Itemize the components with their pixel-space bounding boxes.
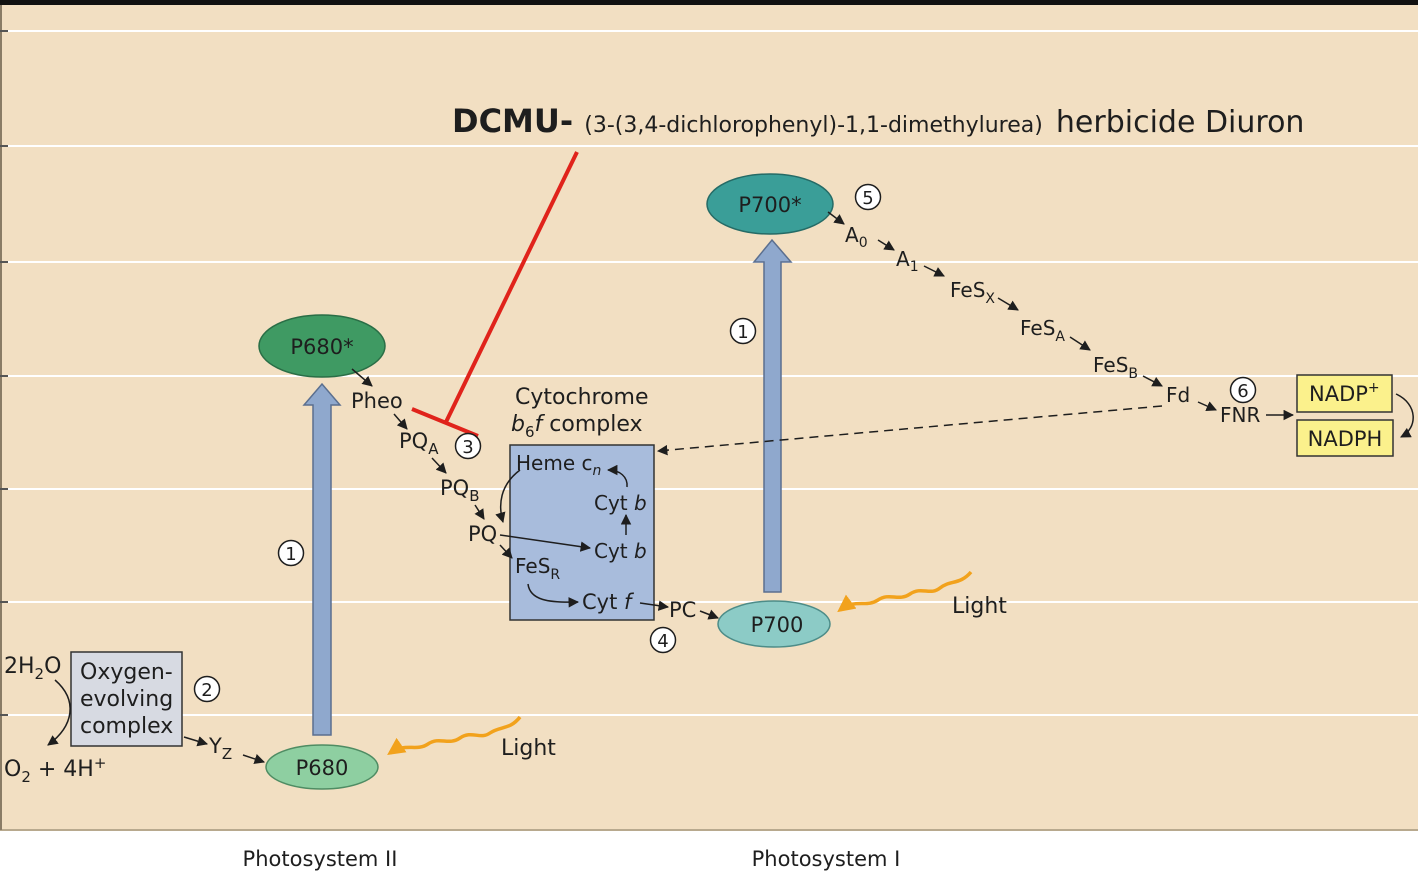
svg-text:Oxygen-: Oxygen- bbox=[80, 660, 173, 685]
fesa-label: FeSA bbox=[1020, 316, 1065, 345]
svg-text:P680*: P680* bbox=[290, 335, 353, 359]
step-5: 5 bbox=[854, 183, 882, 211]
photosystem-i-label: Photosystem I bbox=[752, 847, 901, 871]
fesx-label: FeSX bbox=[950, 278, 995, 307]
pheo-label: Pheo bbox=[351, 389, 403, 413]
svg-text:5: 5 bbox=[862, 188, 873, 209]
pqa-label: PQA bbox=[399, 429, 439, 458]
fesa-to-fesb-arrow bbox=[1069, 336, 1091, 351]
heme-cn-label: Heme cn bbox=[516, 451, 601, 479]
cyt-f-label: Cyt f bbox=[582, 590, 635, 614]
pq-to-fesr-arrow bbox=[499, 544, 513, 559]
oxygen-label: O2 + 4H+ bbox=[4, 754, 106, 786]
svg-text:evolving: evolving bbox=[80, 687, 173, 712]
fesr-label: FeSR bbox=[515, 554, 560, 583]
water-split-arrow bbox=[47, 679, 71, 746]
pc-to-p700-arrow bbox=[699, 609, 719, 620]
a0-label: A0 bbox=[845, 223, 868, 251]
fesr-to-cytf-arrow bbox=[527, 583, 580, 608]
svg-text:P680: P680 bbox=[296, 756, 349, 780]
pq-label: PQ bbox=[468, 522, 497, 546]
svg-text:NADP+: NADP+ bbox=[1309, 380, 1380, 406]
cytochrome-title-line1: Cytochrome bbox=[515, 385, 649, 410]
cyt-b-upper-label: Cyt b bbox=[594, 491, 647, 515]
yz-label: YZ bbox=[208, 734, 232, 763]
cytb-to-heme-arrow bbox=[606, 464, 628, 488]
step-2: 2 bbox=[193, 675, 221, 703]
step-4: 4 bbox=[649, 626, 677, 654]
photosystem-ii-label: Photosystem II bbox=[243, 847, 398, 871]
cytochrome-b6f-box bbox=[509, 444, 655, 621]
dcmu-inhibition-line bbox=[411, 151, 579, 438]
pheo-to-pqa-arrow bbox=[393, 413, 408, 430]
nadp-box: NADP+ bbox=[1296, 374, 1393, 413]
svg-text:P700: P700 bbox=[751, 613, 804, 637]
yz-to-p680-arrow bbox=[242, 754, 265, 764]
svg-text:P700*: P700* bbox=[738, 193, 801, 217]
a1-label: A1 bbox=[896, 247, 919, 275]
cyclic-electron-flow-arrow bbox=[656, 405, 1163, 456]
pqb-label: PQB bbox=[440, 476, 480, 505]
fnr-label: FNR bbox=[1220, 403, 1260, 427]
p700star-to-a0-arrow bbox=[827, 211, 845, 225]
oxygen-evolving-complex: Oxygen- evolving complex bbox=[70, 651, 183, 747]
svg-text:1: 1 bbox=[737, 322, 748, 343]
fesx-to-fesa-arrow bbox=[997, 297, 1019, 311]
fd-label: Fd bbox=[1166, 383, 1190, 407]
nadp-reduction-arrow bbox=[1395, 393, 1414, 438]
svg-text:6: 6 bbox=[1237, 381, 1248, 402]
pqa-to-pqb-arrow bbox=[431, 457, 447, 474]
cyt-b-lower-label: Cyt b bbox=[594, 539, 647, 563]
ps2-light-label: Light bbox=[501, 736, 556, 761]
p680star-to-pheo-arrow bbox=[351, 368, 373, 387]
svg-text:3: 3 bbox=[462, 437, 473, 458]
pqb-to-pq-arrow bbox=[474, 504, 485, 520]
cytochrome-title-line2: b6f complex bbox=[511, 412, 643, 441]
pq-to-cytb-arrow bbox=[499, 534, 592, 552]
ps2-light-wave bbox=[387, 715, 522, 755]
a0-to-a1-arrow bbox=[877, 239, 895, 251]
cytf-to-pc-arrow bbox=[639, 600, 670, 611]
fesb-to-fd-arrow bbox=[1142, 375, 1163, 387]
ps2-excitation-arrow bbox=[302, 382, 342, 736]
y-ticks bbox=[0, 30, 8, 716]
top-band bbox=[0, 0, 1418, 5]
oec-to-yz-arrow bbox=[183, 736, 209, 747]
heme-to-pq-cycle-arrow bbox=[495, 469, 521, 524]
pc-label: PC bbox=[669, 598, 696, 622]
svg-text:4: 4 bbox=[657, 631, 668, 652]
p700-star-node: P700* bbox=[706, 173, 834, 235]
water-label: 2H2O bbox=[4, 654, 61, 683]
dcmu-title: DCMU- (3-(3,4-dichlorophenyl)-1,1-dimeth… bbox=[452, 102, 1304, 140]
fd-to-fnr-arrow bbox=[1197, 401, 1217, 411]
p700-node: P700 bbox=[717, 600, 831, 648]
svg-text:1: 1 bbox=[285, 544, 296, 565]
ps1-light-label: Light bbox=[952, 594, 1007, 619]
nadph-box: NADPH bbox=[1296, 419, 1394, 457]
svg-text:NADPH: NADPH bbox=[1308, 427, 1383, 451]
ps1-light-wave bbox=[837, 570, 973, 613]
a1-to-fesx-arrow bbox=[923, 265, 945, 277]
plot-background bbox=[0, 5, 1418, 830]
gridlines bbox=[0, 30, 1418, 716]
ps1-excitation-arrow bbox=[752, 238, 793, 593]
step-1-ps2: 1 bbox=[277, 539, 305, 567]
fesb-label: FeSB bbox=[1093, 353, 1138, 382]
p680-star-node: P680* bbox=[258, 314, 386, 378]
p680-node: P680 bbox=[265, 744, 379, 790]
svg-text:2: 2 bbox=[201, 680, 212, 701]
step-1-ps1: 1 bbox=[729, 317, 757, 345]
step-6: 6 bbox=[1229, 376, 1257, 404]
svg-text:complex: complex bbox=[80, 714, 173, 739]
step-3: 3 bbox=[454, 432, 482, 460]
